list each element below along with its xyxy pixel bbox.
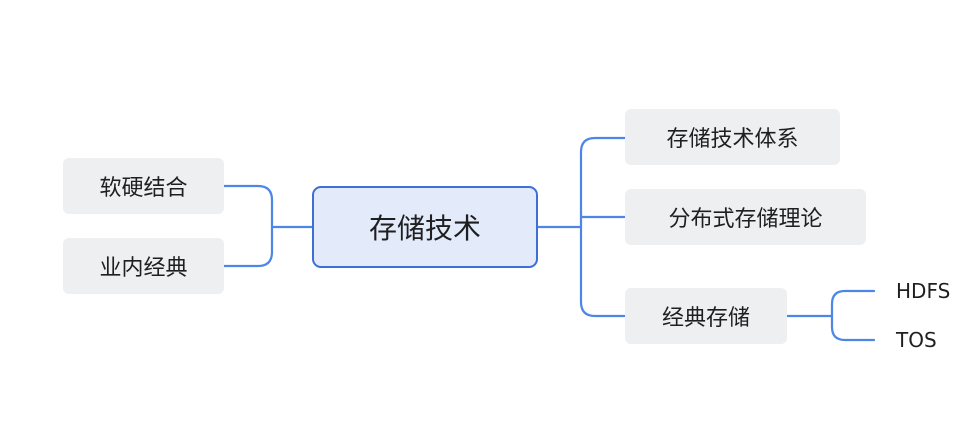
leaf-node-label: TOS xyxy=(896,328,937,352)
connector-tos xyxy=(830,314,876,342)
leaf-node-label: HDFS xyxy=(896,279,951,303)
connector-left-soft-hard xyxy=(222,184,274,229)
branch-node-classic-storage[interactable]: 经典存储 xyxy=(625,288,787,344)
connector-hdfs xyxy=(830,289,876,318)
branch-node-soft-hard[interactable]: 软硬结合 xyxy=(63,158,224,214)
branch-node-distributed-theory[interactable]: 分布式存储理论 xyxy=(625,189,866,245)
branch-node-label: 业内经典 xyxy=(99,256,188,281)
connector-right-system xyxy=(579,136,627,229)
branch-node-storage-system[interactable]: 存储技术体系 xyxy=(625,109,840,165)
connector-right-classic-storage xyxy=(579,225,627,318)
leaf-node-hdfs[interactable]: HDFS xyxy=(896,277,970,305)
branch-node-industry-classic[interactable]: 业内经典 xyxy=(63,238,224,294)
leaf-node-tos[interactable]: TOS xyxy=(896,326,970,354)
branch-node-label: 存储技术体系 xyxy=(666,127,799,152)
connector-left-classic xyxy=(222,225,274,268)
root-node-label: 存储技术 xyxy=(368,212,481,245)
branch-node-label: 分布式存储理论 xyxy=(668,207,823,232)
root-node[interactable]: 存储技术 xyxy=(312,186,538,268)
branch-node-label: 软硬结合 xyxy=(99,176,188,201)
branch-node-label: 经典存储 xyxy=(661,306,750,331)
